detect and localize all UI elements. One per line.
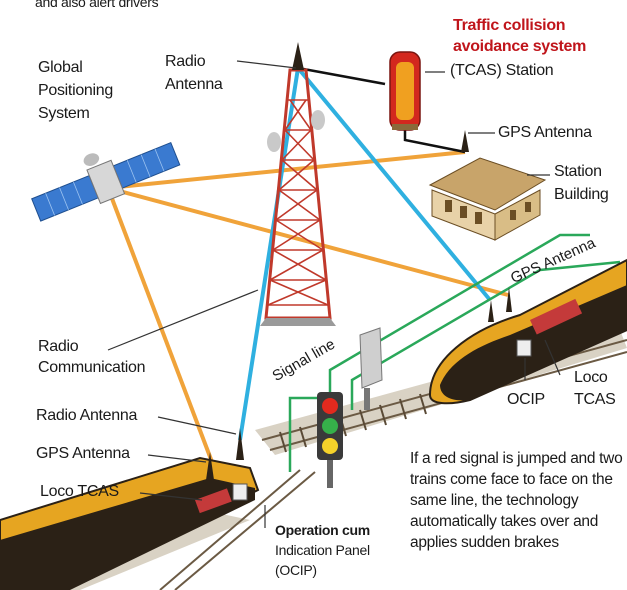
radio-antenna-left-label: Radio Antenna (36, 406, 137, 426)
info-paragraph: If a red signal is jumped and two trains… (410, 448, 625, 553)
radio-antenna-top-line2: Antenna (165, 75, 223, 95)
tcas-station-label: (TCAS) Station (450, 61, 553, 81)
ocip-right-label: OCIP (507, 390, 545, 410)
radio-tower (260, 42, 336, 326)
gps-system-label-line1: Global (38, 58, 82, 78)
ocip-full-line2: Indication Panel (275, 541, 370, 559)
radio-communication-label-line1: Radio (38, 337, 78, 357)
ocip-full-line3: (OCIP) (275, 561, 317, 579)
gps-satellite (24, 124, 182, 227)
loco-tcas-right-line1: Loco (574, 368, 608, 388)
station-building-label-line1: Station (554, 162, 602, 182)
gps-system-label-line3: System (38, 104, 90, 124)
ocip-full-line1: Operation cum (275, 521, 370, 539)
gps-system-label-line2: Positioning (38, 81, 113, 101)
station-building-label-line2: Building (554, 185, 609, 205)
tcas-title-line1: Traffic collision (453, 16, 565, 35)
tcas-station-unit (390, 52, 420, 130)
header-cut-text: and also alert drivers (35, 0, 158, 12)
gps-antenna-left-label: GPS Antenna (36, 444, 130, 464)
loco-tcas-right-line2: TCAS (574, 390, 615, 410)
gps-antenna-station-label: GPS Antenna (498, 123, 592, 143)
radio-communication-label-line2: Communication (38, 358, 145, 378)
tcas-title-line2: avoidance system (453, 37, 586, 56)
traffic-signal (317, 392, 343, 488)
radio-antenna-top-line1: Radio (165, 52, 205, 72)
station-building (430, 130, 545, 240)
loco-tcas-left-label: Loco TCAS (40, 482, 119, 502)
tower-tcas-link (298, 68, 465, 152)
